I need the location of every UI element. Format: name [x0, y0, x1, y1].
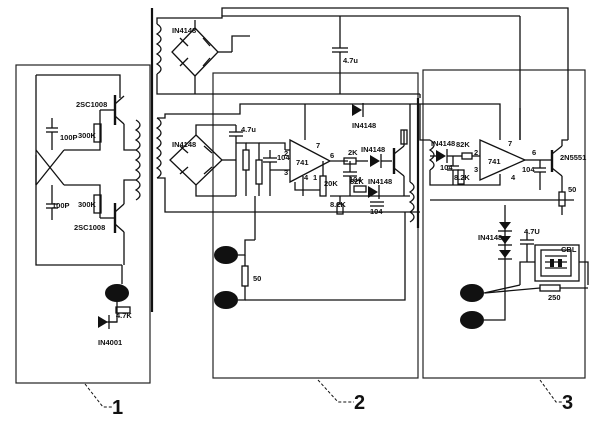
res-50-a-label: 50 [253, 274, 261, 283]
cap-100p-a-label: 100P [60, 133, 78, 142]
transformer-coil-right [408, 181, 415, 223]
res-82k-a-label: 82K [350, 177, 364, 186]
res-8k2-b-label: 8.2K [454, 173, 470, 182]
transformer-coil-mid [155, 117, 162, 179]
opamp-b-pin2: 2 [474, 148, 478, 157]
cap-104-b-label: 104 [349, 175, 362, 184]
res-20k-label: 20K [324, 179, 338, 188]
res-4k7-label: 4.7K [116, 311, 132, 320]
diode-r-a-label: IN4148 [431, 139, 455, 148]
diode-r-b-2 [498, 236, 512, 246]
transistor-q1 [100, 95, 125, 125]
diode-mid-top [352, 103, 364, 117]
res-4k7 [115, 306, 131, 314]
bridge-top [171, 27, 219, 77]
panel-number-2: 2 [354, 392, 365, 414]
led-panel-2-a [214, 246, 238, 264]
opamp-a-pin4: 4 [304, 173, 309, 182]
led-panel-2-b [214, 291, 238, 309]
led-panel-3-b [460, 311, 484, 329]
cap-104-e-label: 104 [522, 165, 535, 174]
opamp-a-pin6: 6 [330, 151, 334, 160]
cap-top-4u7 [332, 47, 348, 53]
panel-1-box [15, 64, 151, 384]
diode-in4001 [98, 315, 117, 329]
opamp-a-pin7: 7 [316, 141, 320, 150]
diode-mid-a-label: IN4148 [361, 145, 385, 154]
panel-3-box [422, 69, 586, 379]
opamp-741-b [479, 138, 527, 182]
diode-r-b-1 [498, 222, 512, 232]
res-8k2-label: 8.2K [330, 200, 346, 209]
res-300k-b-label: 300K [78, 200, 97, 209]
transformer-coil-top [155, 23, 162, 75]
opamp-a-pin2: 2 [284, 149, 288, 158]
led-panel-1 [105, 284, 129, 302]
cap-104-a-label: 104 [277, 153, 290, 162]
transistor-q2 [100, 203, 125, 233]
relay-block [534, 244, 580, 282]
cap-104-d-label: 104 [440, 163, 453, 172]
opamp-741-a [289, 138, 332, 184]
diode-mid-top-label: IN4148 [352, 121, 376, 130]
transistor-2n5551-label: 2N5551 [560, 153, 586, 162]
cap-100p-a [46, 118, 58, 150]
diode-in4001-label: IN4001 [98, 338, 122, 347]
opamp-b-pin7: 7 [508, 139, 512, 148]
panel-3-circuit [419, 103, 589, 329]
relay-label: CBL [561, 245, 577, 254]
diode-r-a [436, 149, 448, 163]
diode-mid-b [368, 185, 380, 199]
opamp-b-label: 741 [488, 157, 501, 166]
transformer-coil-p3 [428, 139, 435, 171]
res-300k-a [93, 123, 102, 143]
diode-mid-a [370, 154, 382, 168]
callout-1-leader [84, 383, 112, 408]
callout-2-leader [317, 379, 354, 403]
panel-number-3: 3 [562, 392, 573, 414]
panel-2-box [212, 72, 419, 379]
bridge-top-label: IN4148 [172, 26, 196, 35]
res-300k-b [93, 194, 102, 214]
q1-label: 2SC1008 [76, 100, 107, 109]
res-82k-b-label: 82K [456, 140, 470, 149]
opamp-a-pin3: 3 [284, 168, 288, 177]
cap-100p-b [46, 185, 58, 220]
callout-3-leader [539, 379, 562, 403]
transformer-coil-1 [134, 119, 141, 201]
cap-mid-label: 4.7u [241, 125, 256, 134]
bridge-mid-label: IN4148 [172, 140, 196, 149]
res-300k-a-label: 300K [78, 131, 97, 140]
cap-top-label: 4.7u [343, 56, 358, 65]
opamp-b-pin3: 3 [474, 165, 478, 174]
cap-100p-b-label: 100P [52, 201, 70, 210]
cap-r-label: 4.7U [524, 227, 540, 236]
opamp-b-pin6: 6 [532, 148, 536, 157]
opamp-b-pin4: 4 [511, 173, 516, 182]
q2-label: 2SC1008 [74, 223, 105, 232]
diode-r-b-3 [498, 250, 512, 260]
top-rectifier [155, 15, 520, 95]
led-panel-3-a [460, 284, 484, 302]
opamp-a-pin1: 1 [313, 173, 317, 182]
res-2k-label: 2K [348, 148, 358, 157]
res-250-label: 250 [548, 293, 561, 302]
panel-number-1: 1 [112, 397, 123, 419]
panel-1-oscillator: 2SC1008 2SC1008 100P 300K [35, 74, 141, 347]
panel-2-circuit [155, 103, 420, 309]
diode-r-b-label: IN4148 [478, 233, 502, 242]
cap-104-c-label: 104 [370, 207, 383, 216]
opamp-a-label: 741 [296, 158, 309, 167]
diode-mid-b-label: IN4148 [368, 177, 392, 186]
res-50-b-label: 50 [568, 185, 576, 194]
